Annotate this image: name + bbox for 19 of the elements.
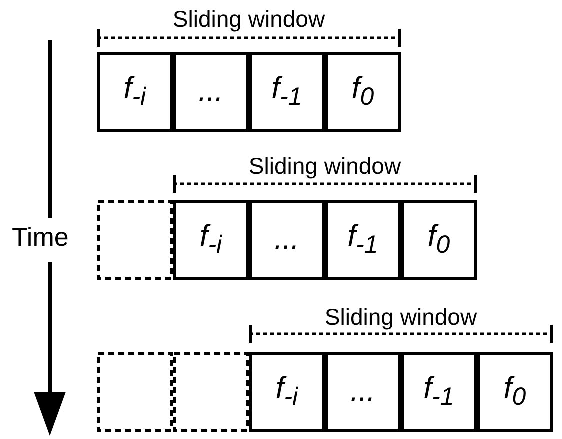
- frame-cell: f$_{-i}$: [249, 352, 325, 432]
- frame-cell: f$_{-1}$: [325, 200, 401, 280]
- empty-frame: [173, 352, 249, 432]
- empty-frame: [97, 200, 173, 280]
- frame-cell: f$_{-i}$: [173, 200, 249, 280]
- frame-cell: f$_{-i}$: [97, 52, 173, 132]
- empty-frame: [97, 352, 173, 432]
- window-label: Sliding window: [248, 153, 402, 180]
- frame-cell: f$_{0}$: [401, 200, 477, 280]
- frame-cell: ...: [249, 200, 325, 280]
- frame-cell: f$_{-1}$: [249, 52, 325, 132]
- frame-cell: f$_{0}$: [325, 52, 401, 132]
- axis-label: Time: [12, 222, 69, 253]
- window-label: Sliding window: [172, 6, 326, 33]
- frame-cell: ...: [173, 52, 249, 132]
- frame-cell: f$_{0}$: [477, 352, 553, 432]
- frame-cell: ...: [325, 352, 401, 432]
- window-label: Sliding window: [324, 304, 478, 331]
- frame-cell: f$_{-1}$: [401, 352, 477, 432]
